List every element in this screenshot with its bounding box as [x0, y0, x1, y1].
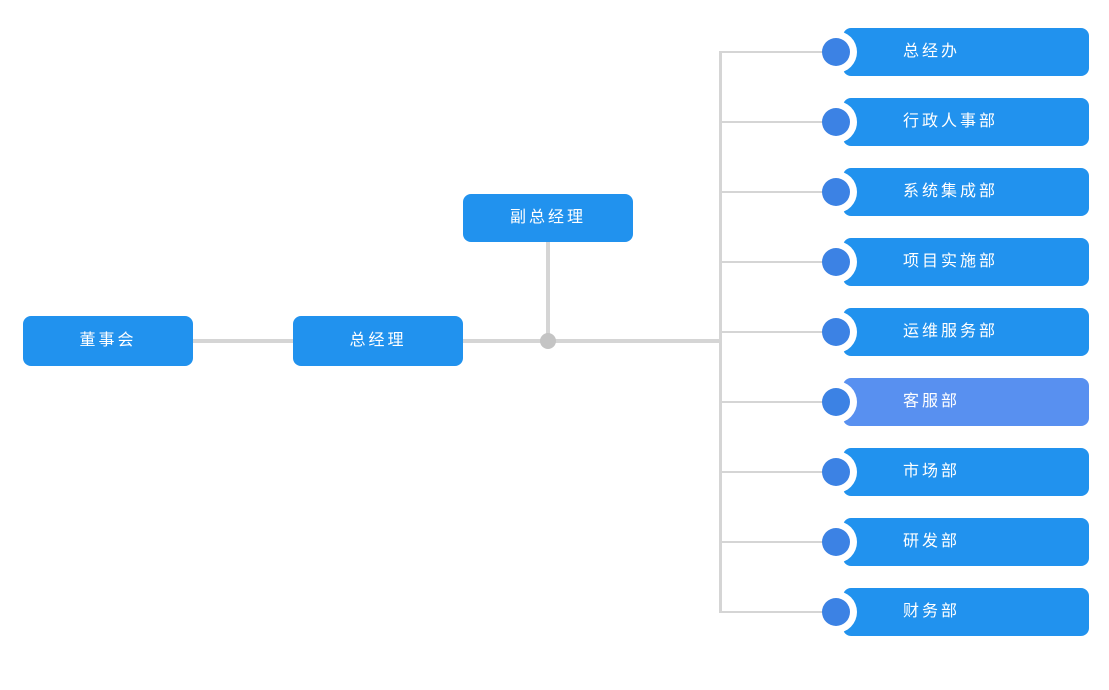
node-deputy-general-manager[interactable]: 副总经理 [463, 194, 633, 242]
department-row: 系统集成部 [0, 168, 1109, 216]
department-row: 客服部 [0, 378, 1109, 426]
department-row: 运维服务部 [0, 308, 1109, 356]
bullet-circle-icon [822, 248, 850, 276]
branch-line [720, 471, 836, 473]
department-row: 项目实施部 [0, 238, 1109, 286]
bullet-circle-icon [822, 528, 850, 556]
junction-dot [540, 333, 556, 349]
department-row: 财务部 [0, 588, 1109, 636]
branch-line [720, 191, 836, 193]
branch-line [720, 261, 836, 263]
branch-line [720, 331, 836, 333]
node-department[interactable]: 运维服务部 [843, 308, 1089, 356]
branch-line [720, 121, 836, 123]
node-department[interactable]: 总经办 [843, 28, 1089, 76]
department-row: 总经办 [0, 28, 1109, 76]
branch-line [720, 541, 836, 543]
bullet-circle-icon [822, 318, 850, 346]
department-row: 研发部 [0, 518, 1109, 566]
node-department[interactable]: 客服部 [843, 378, 1089, 426]
bullet-circle-icon [822, 38, 850, 66]
connector-deputy-junction [546, 242, 550, 341]
branch-line [720, 51, 836, 53]
node-department[interactable]: 项目实施部 [843, 238, 1089, 286]
bullet-circle-icon [822, 598, 850, 626]
node-board-of-directors[interactable]: 董事会 [23, 316, 193, 366]
node-department[interactable]: 系统集成部 [843, 168, 1089, 216]
branch-line [720, 611, 836, 613]
branch-line [720, 401, 836, 403]
node-department[interactable]: 市场部 [843, 448, 1089, 496]
department-row: 行政人事部 [0, 98, 1109, 146]
node-department[interactable]: 行政人事部 [843, 98, 1089, 146]
node-department[interactable]: 财务部 [843, 588, 1089, 636]
bullet-circle-icon [822, 178, 850, 206]
node-general-manager[interactable]: 总经理 [293, 316, 463, 366]
node-department[interactable]: 研发部 [843, 518, 1089, 566]
bullet-circle-icon [822, 108, 850, 136]
bullet-circle-icon [822, 458, 850, 486]
connector-gm-trunk [463, 339, 721, 343]
bullet-circle-icon [822, 388, 850, 416]
department-row: 市场部 [0, 448, 1109, 496]
connector-board-gm [193, 339, 293, 343]
